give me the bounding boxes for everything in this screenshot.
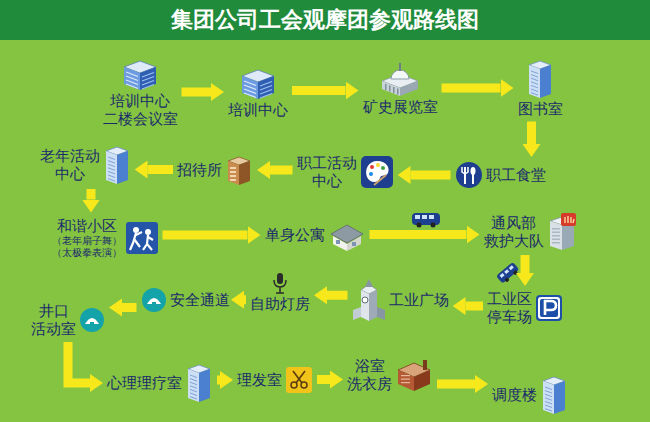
stop-label: 心理理疗室 (107, 374, 182, 392)
route-stop: 自助灯房 (248, 270, 312, 315)
stop-label: 培训中心 二楼会议室 (103, 92, 178, 128)
title: 集团公司工会观摩团参观路线图 (0, 0, 650, 40)
route-arrow (217, 376, 220, 385)
scissors-icon (285, 366, 313, 394)
hand-icon (547, 213, 577, 251)
bldg-icon (238, 66, 278, 100)
teal-icon (141, 287, 167, 313)
route-arrow (327, 291, 348, 300)
route-arrow (244, 295, 246, 304)
food-icon (455, 161, 483, 189)
stop-label: 矿史展览室 (363, 98, 438, 116)
route-arrow (527, 122, 536, 145)
palette-icon (360, 155, 394, 189)
route-arrow (442, 84, 501, 93)
brown-icon (225, 154, 253, 186)
stop-label: 和谐小区 (57, 217, 117, 235)
route-arrow (370, 230, 467, 239)
stop-label: 招待所 (177, 161, 222, 179)
stop-label: 职工活动 中心 (297, 154, 357, 190)
route-stop: 招待所 (175, 152, 255, 188)
stop-note: （老年扇子舞） (52, 235, 122, 248)
bldg-icon (120, 57, 160, 91)
route-arrow (163, 231, 248, 240)
stop-label: 安全通道 (170, 291, 230, 309)
route-arrow (317, 375, 330, 384)
route-stop: 工业广场 (350, 276, 451, 324)
stop-label: 图书室 (518, 100, 563, 118)
stop-label: 自助灯房 (250, 295, 310, 313)
route-stop: 调度楼 (490, 373, 570, 417)
tall-icon (103, 145, 131, 185)
park-icon (535, 294, 563, 322)
route-stop: 井口 活动室 (29, 300, 107, 340)
route-stop: 通风部 救护大队 (482, 211, 579, 253)
route-arrow (122, 303, 137, 312)
route-arrow (270, 166, 293, 175)
route-arrow (148, 165, 174, 174)
house-icon (328, 218, 366, 252)
route-arrow (292, 86, 346, 95)
teal-icon (79, 307, 105, 333)
stop-label: 老年活动 中心 (40, 147, 100, 183)
route-stop: 理发室 (235, 364, 315, 396)
stop-label: 培训中心 (228, 101, 288, 119)
bus-symbol (412, 213, 440, 228)
stop-label: 浴室 洗衣房 (347, 357, 392, 393)
route-stop: 安全通道 (139, 285, 232, 315)
route-stop: 培训中心 二楼会议室 (101, 55, 180, 130)
tall-icon (540, 375, 568, 415)
stop-label: 理发室 (237, 371, 282, 389)
stop-label: 通风部 救护大队 (484, 214, 544, 250)
route-stop: 职工食堂 (453, 159, 548, 191)
route-stop: 老年活动 中心 (38, 143, 133, 187)
route-arrow (87, 189, 96, 200)
dance-icon (125, 221, 159, 255)
stop-label: 单身公寓 (265, 226, 325, 244)
route-stop: 矿史展览室 (361, 59, 440, 118)
route-stop: 图书室 (516, 57, 565, 120)
route-arrow (437, 380, 475, 389)
route-arrow (182, 88, 212, 97)
tall-icon (526, 59, 554, 99)
stop-label: 工业区 停车场 (487, 290, 532, 326)
dome-icon (378, 61, 422, 97)
route-arrow (68, 342, 90, 383)
route-arrow (521, 255, 530, 273)
route-stop: 单身公寓 (263, 216, 368, 254)
brick-icon (395, 358, 433, 392)
stop-label: 职工食堂 (486, 166, 546, 184)
route-stop: 和谐小区（老年扇子舞）（太极拳表演） (50, 215, 161, 262)
route-stop: 心理理疗室 (105, 361, 215, 405)
route-stop: 工业区 停车场 (485, 288, 565, 328)
route-stop: 浴室 洗衣房 (345, 355, 435, 395)
bus-symbol (496, 262, 521, 285)
route-stop: 职工活动 中心 (295, 152, 396, 192)
stop-label: 调度楼 (492, 386, 537, 404)
route-stop: 培训中心 (226, 64, 290, 121)
tall-icon (185, 363, 213, 403)
route-arrow (466, 302, 484, 311)
stop-label: 工业广场 (389, 291, 449, 309)
clock-icon (352, 278, 386, 322)
mic-icon (271, 272, 289, 294)
route-arrow (411, 171, 451, 180)
stop-note: （太极拳表演） (52, 247, 122, 260)
stop-label: 井口 活动室 (31, 302, 76, 338)
